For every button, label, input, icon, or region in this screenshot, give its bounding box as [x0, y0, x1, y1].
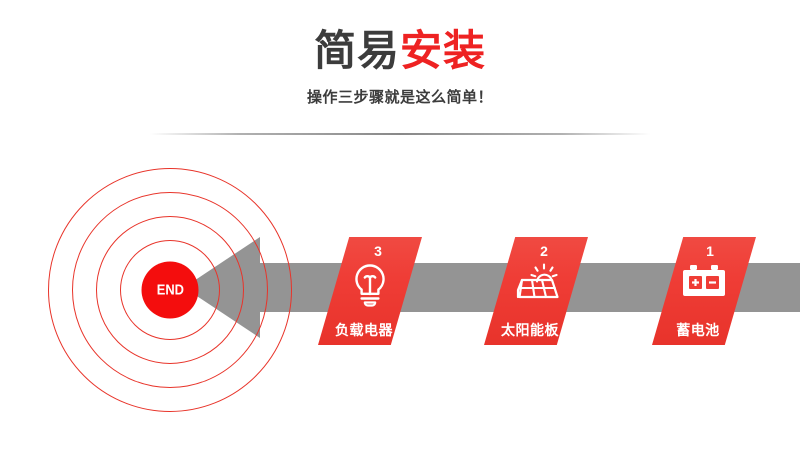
solar-panel-icon — [484, 263, 590, 305]
battery-icon — [652, 263, 756, 299]
step-label: 蓄电池 — [676, 322, 720, 338]
header-divider — [150, 133, 650, 135]
page-title-primary: 简易 — [313, 27, 400, 74]
step-number: 3 — [374, 243, 382, 259]
flow-step-solar-panel[interactable]: 2 太阳能板 — [484, 237, 588, 345]
page-title-accent: 安装 — [400, 27, 487, 74]
light-bulb-icon — [318, 263, 422, 307]
flow-step-load-appliance[interactable]: 3 负载电器 — [318, 237, 422, 345]
step-label: 负载电器 — [335, 322, 393, 338]
target-ring-outer — [48, 168, 292, 412]
page-subtitle: 操作三步骤就是这么简单！ — [306, 88, 493, 106]
target-ring-3 — [72, 192, 268, 388]
end-target: END — [48, 168, 292, 412]
target-ring-inner — [120, 240, 220, 340]
step-number: 2 — [540, 243, 548, 259]
slide-header: 简易安装 操作三步骤就是这么简单！ — [0, 0, 800, 107]
page-title: 简易安装 — [0, 0, 800, 76]
flow-step-battery[interactable]: 1 蓄电池 — [652, 237, 756, 345]
step-number: 1 — [706, 243, 714, 259]
step-label: 太阳能板 — [501, 322, 559, 338]
target-ring-2 — [96, 216, 244, 364]
end-label: END — [156, 281, 184, 299]
end-dot: END — [141, 261, 199, 319]
